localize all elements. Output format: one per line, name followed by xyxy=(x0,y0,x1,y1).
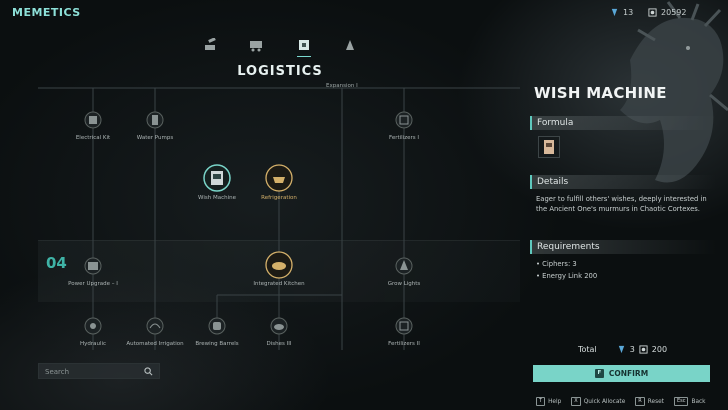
fertilizer-icon xyxy=(395,317,413,335)
node-electrical-kit[interactable] xyxy=(83,110,103,130)
requirement-item: • Energy Link 200 xyxy=(536,272,598,280)
node-brewing-barrels[interactable] xyxy=(207,316,227,336)
cipher-resource: 13 xyxy=(610,8,633,17)
node-wish-machine[interactable] xyxy=(202,163,232,193)
confirm-label: CONFIRM xyxy=(608,369,649,378)
fertilizer-icon xyxy=(395,111,413,129)
category-tabs xyxy=(196,36,376,57)
node-label: Hydraulic xyxy=(79,341,107,347)
creature-artwork xyxy=(620,1,728,183)
wish-machine-icon xyxy=(544,140,554,154)
node-label: Water Pumps xyxy=(136,135,174,141)
node-fertilizers-2[interactable] xyxy=(394,316,414,336)
search-box xyxy=(38,363,160,379)
node-label: Refrigeration xyxy=(261,195,297,201)
detail-panel: WISH MACHINE Formula Details Eager to fu… xyxy=(526,78,726,378)
node-label: Grow Lights xyxy=(387,281,421,287)
node-label: Wish Machine xyxy=(198,195,236,201)
tab-defense[interactable] xyxy=(200,36,220,54)
cipher-icon xyxy=(618,345,624,354)
node-hydraulic[interactable] xyxy=(83,316,103,336)
electrical-kit-icon xyxy=(84,111,102,129)
turret-icon xyxy=(205,38,216,50)
total-ciphers: 3 xyxy=(629,345,635,354)
expansion-label: Expansion I xyxy=(326,83,358,89)
power-upgrade-icon xyxy=(84,257,102,275)
tab-production[interactable] xyxy=(246,36,266,54)
requirement-item: • Ciphers: 3 xyxy=(536,260,577,268)
barrel-icon xyxy=(208,317,226,335)
details-header: Details xyxy=(530,175,716,189)
app-title: MEMETICS xyxy=(12,6,81,19)
cipher-count: 13 xyxy=(623,8,634,17)
node-label: Automated Irrigation xyxy=(126,341,184,347)
total-label: Total xyxy=(578,345,597,354)
node-label: Dishes III xyxy=(266,341,292,347)
wish-machine-icon xyxy=(203,164,231,192)
hydraulic-icon xyxy=(84,317,102,335)
node-power-upgrade[interactable] xyxy=(83,256,103,276)
irrigation-icon xyxy=(146,317,164,335)
node-label: Power Upgrade – I xyxy=(68,281,118,287)
formula-header: Formula xyxy=(530,116,716,130)
grow-lights-icon xyxy=(395,257,413,275)
confirm-key: F xyxy=(594,369,604,378)
node-label: Electrical Kit xyxy=(75,135,111,141)
search-input[interactable] xyxy=(45,366,141,377)
node-label: Fertilizers II xyxy=(388,341,420,347)
node-water-pumps[interactable] xyxy=(145,110,165,130)
energy-link-icon xyxy=(639,345,648,354)
kitchen-icon xyxy=(265,251,293,279)
energy-link-icon xyxy=(648,8,657,17)
tower-icon xyxy=(346,40,354,50)
node-grow-lights[interactable] xyxy=(394,256,414,276)
requirements-header: Requirements xyxy=(530,240,716,254)
details-text: Eager to fulfill others' wishes, deeply … xyxy=(536,195,707,213)
logistics-icon xyxy=(299,40,309,50)
node-fertilizers-1[interactable] xyxy=(394,110,414,130)
dishes-icon xyxy=(270,317,288,335)
tree-title: LOGISTICS xyxy=(237,64,323,79)
water-pump-icon xyxy=(146,111,164,129)
node-dishes-3[interactable] xyxy=(269,316,289,336)
cart-icon xyxy=(250,41,262,52)
node-label: Fertilizers I xyxy=(388,135,420,141)
tab-logistics[interactable] xyxy=(294,36,314,57)
confirm-button[interactable]: F CONFIRM xyxy=(533,365,710,382)
node-label: Integrated Kitchen xyxy=(253,281,305,287)
node-refrigeration[interactable] xyxy=(264,163,294,193)
panel-title: WISH MACHINE xyxy=(534,84,667,102)
refrigeration-icon xyxy=(265,164,293,192)
total-energy: 200 xyxy=(651,345,668,354)
tier-number: 04 xyxy=(46,254,67,272)
node-integrated-kitchen[interactable] xyxy=(264,250,294,280)
node-automated-irrigation[interactable] xyxy=(145,316,165,336)
total-cost: Total 3 200 xyxy=(578,345,667,354)
formula-item[interactable] xyxy=(538,136,560,158)
energy-resource: 20592 xyxy=(648,8,686,17)
search-icon[interactable] xyxy=(144,367,153,376)
energy-count: 20592 xyxy=(661,8,687,17)
node-label: Brewing Barrels xyxy=(195,341,239,347)
top-bar: MEMETICS 13 20592 xyxy=(0,0,728,28)
cipher-icon xyxy=(611,8,618,17)
tab-structures[interactable] xyxy=(340,36,360,54)
